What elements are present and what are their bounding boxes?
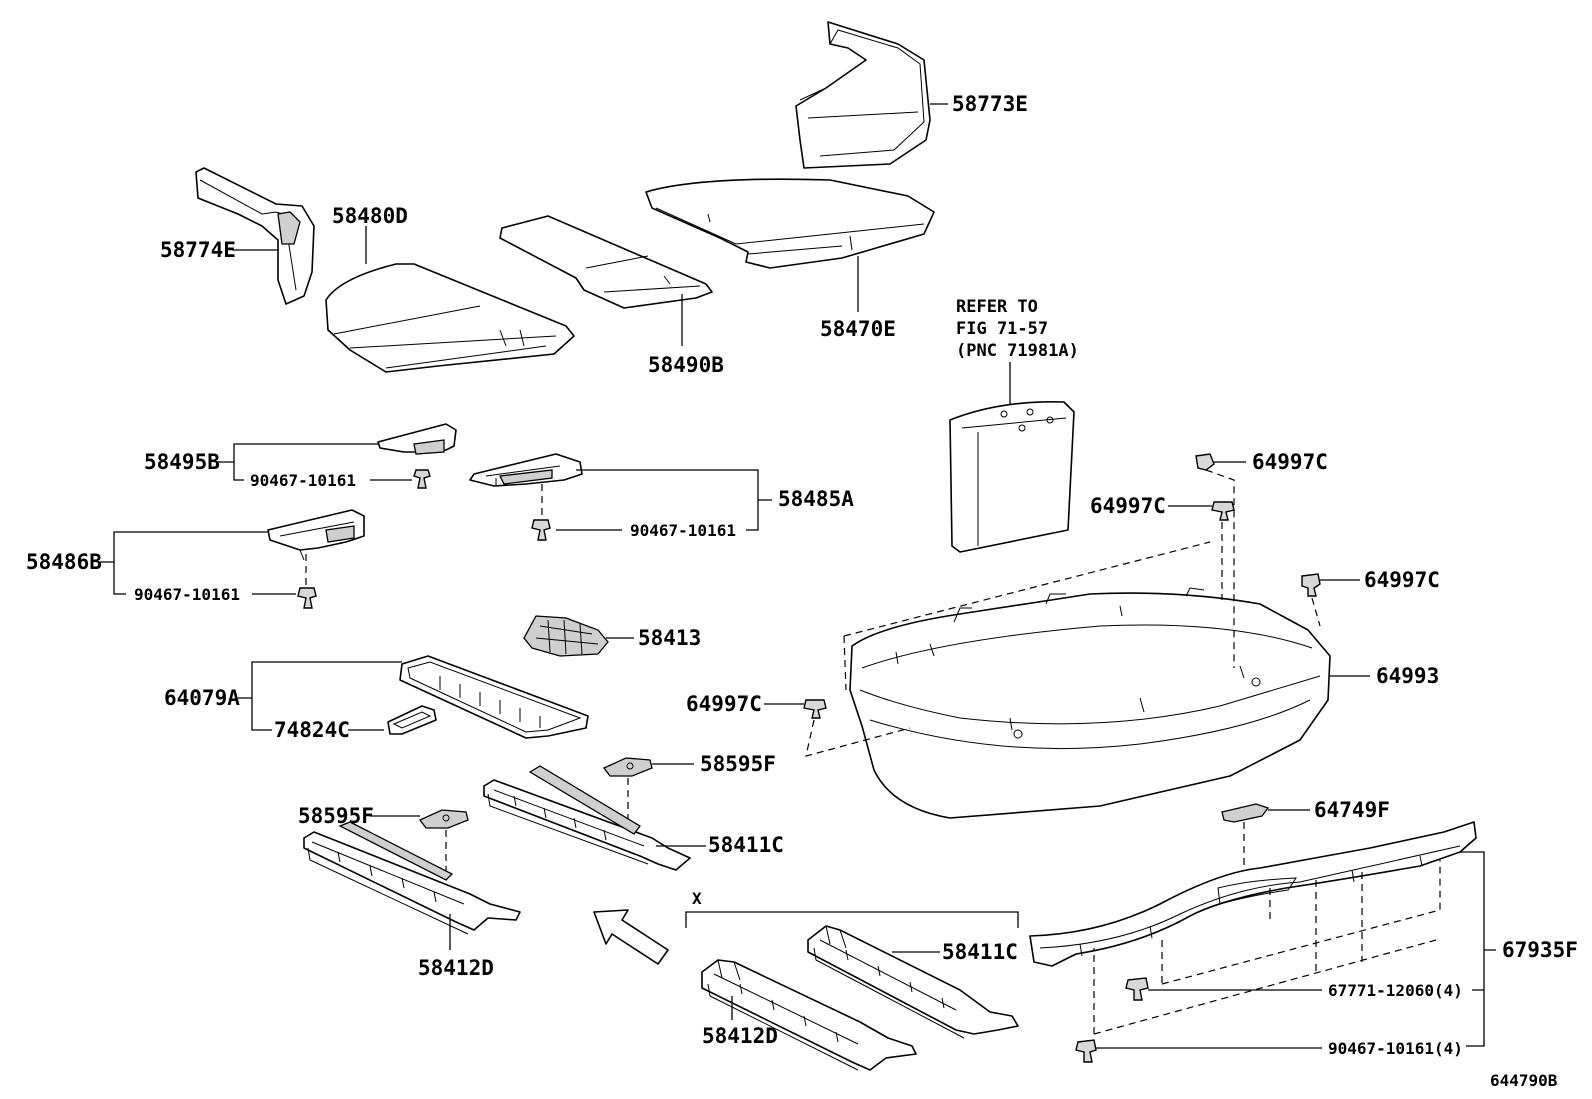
part-58411c-lower-drawing[interactable]	[807, 925, 1019, 1039]
part-67935f-drawing[interactable]	[1029, 821, 1477, 967]
part-58490b-drawing[interactable]	[499, 215, 713, 309]
label-67935f[interactable]: 67935F	[1502, 938, 1578, 962]
clip-90467-d-drawing[interactable]	[1075, 1039, 1097, 1063]
label-58490b[interactable]: 58490B	[648, 353, 724, 377]
label-58470e[interactable]: 58470E	[820, 317, 896, 341]
clip-90467-b-drawing[interactable]	[531, 519, 551, 541]
part-58411c-upper-drawing[interactable]	[483, 765, 691, 871]
diagram-id: 644790B	[1490, 1071, 1558, 1090]
part-64079a-drawing[interactable]	[399, 655, 589, 739]
refer-line-2: FIG 71-57	[956, 319, 1048, 339]
bracket-64079a	[238, 661, 402, 731]
dash-64997c-top	[1205, 469, 1235, 668]
clip-90467-a-drawing[interactable]	[413, 469, 431, 489]
label-58412d-lower[interactable]: 58412D	[702, 1024, 778, 1048]
label-90467-c[interactable]: 90467-10161	[134, 585, 240, 604]
label-view-x: X	[692, 889, 702, 908]
view-x-bracket	[685, 911, 1019, 928]
bracket-58495b	[216, 443, 378, 481]
part-58412d-lower-drawing[interactable]	[701, 959, 917, 1071]
label-90467-a[interactable]: 90467-10161	[250, 471, 356, 490]
label-58412d-left[interactable]: 58412D	[418, 956, 494, 980]
refer-line-3: (PNC 71981A)	[956, 341, 1079, 361]
part-58412d-left-drawing[interactable]	[303, 821, 521, 935]
view-arrow-drawing	[593, 909, 669, 965]
label-58595f-left[interactable]: 58595F	[298, 804, 374, 828]
label-64997c-top[interactable]: 64997C	[1252, 450, 1328, 474]
label-58595f-right[interactable]: 58595F	[700, 752, 776, 776]
part-58413-drawing[interactable]	[523, 615, 609, 657]
label-74824c[interactable]: 74824C	[274, 718, 350, 742]
label-58480d[interactable]: 58480D	[332, 204, 408, 228]
dash-67935f-clips	[1093, 860, 1441, 1035]
label-58773e[interactable]: 58773E	[952, 92, 1028, 116]
part-58470e-drawing[interactable]	[645, 178, 935, 269]
part-64749f-drawing[interactable]	[1221, 803, 1270, 823]
label-64749f[interactable]: 64749F	[1314, 798, 1390, 822]
part-58595f-right-drawing[interactable]	[602, 757, 653, 777]
part-71981a-panel-drawing[interactable]	[949, 401, 1075, 553]
part-58480d-drawing[interactable]	[325, 263, 575, 373]
part-74824c-drawing[interactable]	[387, 705, 437, 735]
label-64997c-right[interactable]: 64997C	[1364, 568, 1440, 592]
label-64997c-mid[interactable]: 64997C	[1090, 494, 1166, 518]
label-58485a[interactable]: 58485A	[778, 487, 854, 511]
clip-64997c-right-drawing[interactable]	[1301, 573, 1321, 597]
clip-64997c-top-drawing[interactable]	[1195, 453, 1215, 471]
label-90467-b[interactable]: 90467-10161	[630, 521, 736, 540]
part-58495b-drawing[interactable]	[377, 423, 457, 455]
label-64079a[interactable]: 64079A	[164, 686, 240, 710]
clip-90467-c-drawing[interactable]	[297, 587, 317, 609]
dash-64997c-right	[1311, 597, 1321, 627]
clip-67771-drawing[interactable]	[1125, 977, 1149, 1001]
part-58774e-drawing[interactable]	[195, 167, 315, 305]
label-90467-d[interactable]: 90467-10161(4)	[1328, 1039, 1463, 1058]
label-58486b[interactable]: 58486B	[26, 550, 102, 574]
bracket-58486b	[100, 531, 296, 595]
label-58411c-upper[interactable]: 58411C	[708, 833, 784, 857]
clip-64997c-left-drawing[interactable]	[803, 699, 827, 719]
refer-line-1: REFER TO	[956, 297, 1038, 317]
dash-tub-outline	[805, 541, 1211, 757]
label-58413[interactable]: 58413	[638, 626, 701, 650]
label-58411c-lower[interactable]: 58411C	[942, 940, 1018, 964]
part-58595f-left-drawing[interactable]	[418, 809, 469, 829]
label-58495b[interactable]: 58495B	[144, 450, 220, 474]
label-67771[interactable]: 67771-12060(4)	[1328, 981, 1463, 1000]
part-58485a-drawing[interactable]	[469, 453, 583, 487]
part-58773e-drawing[interactable]	[795, 21, 931, 169]
bracket-58485a	[556, 469, 772, 531]
label-64997c-left[interactable]: 64997C	[686, 692, 762, 716]
clip-64997c-mid-drawing[interactable]	[1211, 501, 1235, 521]
part-64993-drawing[interactable]	[849, 587, 1331, 819]
label-58774e[interactable]: 58774E	[160, 238, 236, 262]
part-58486b-drawing[interactable]	[267, 509, 365, 561]
label-64993[interactable]: 64993	[1376, 664, 1439, 688]
bracket-67935f	[1460, 851, 1496, 1047]
